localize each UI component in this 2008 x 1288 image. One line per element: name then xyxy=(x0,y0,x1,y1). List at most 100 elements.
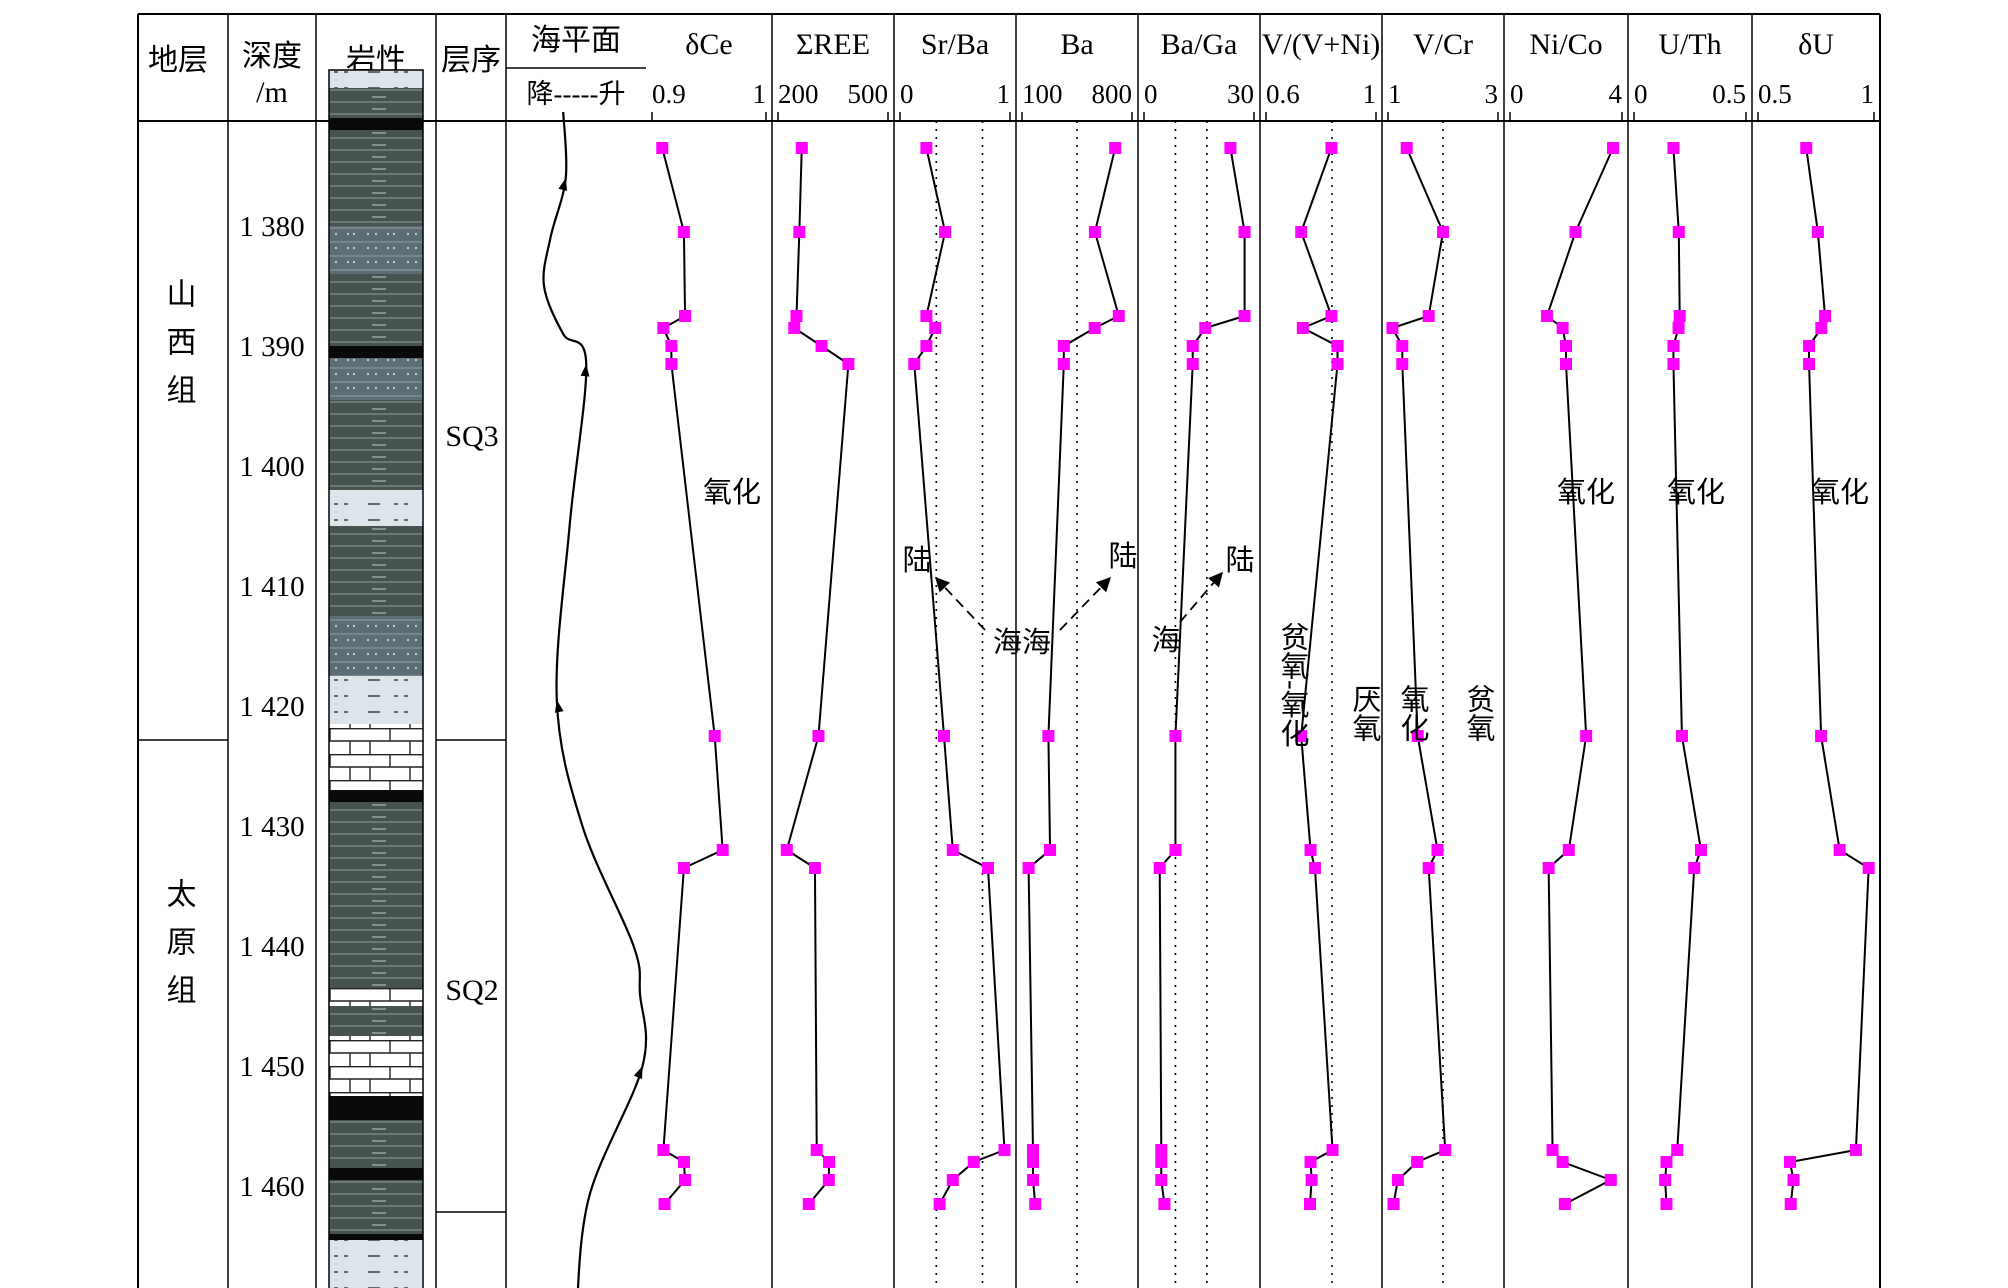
header-sea-level: 海平面 xyxy=(531,24,621,57)
data-point xyxy=(1546,1144,1559,1156)
data-point xyxy=(1088,226,1101,238)
data-point xyxy=(1673,310,1686,322)
series-line xyxy=(1664,147,1703,1205)
sequence-sq3: SQ3 xyxy=(445,420,498,453)
axis-tick-label: 0.9 xyxy=(652,79,686,109)
series-title: V/(V+Ni) xyxy=(1262,28,1381,61)
depth-tick-label: 1 430 xyxy=(239,811,304,843)
plot-0: δCe 0.9 1 xyxy=(651,28,767,1210)
data-point xyxy=(1667,142,1680,154)
data-point xyxy=(938,730,950,742)
data-point xyxy=(929,322,942,334)
data-point xyxy=(679,1174,692,1186)
series-title: δCe xyxy=(685,28,732,61)
series-title: Ba xyxy=(1060,28,1093,61)
annotation-anoxic: 厌氧 xyxy=(1348,684,1382,742)
data-point xyxy=(1400,142,1413,154)
data-point xyxy=(1562,844,1575,856)
data-point xyxy=(1667,340,1680,352)
data-point xyxy=(657,322,670,334)
data-point xyxy=(1542,862,1555,874)
data-point xyxy=(842,358,855,370)
litho-bed-mudstone xyxy=(329,130,423,154)
axis-tick-label: 500 xyxy=(848,79,889,109)
litho-bed-coal xyxy=(329,1096,423,1120)
data-point xyxy=(1304,1198,1316,1210)
lithology-column xyxy=(328,69,424,1288)
data-point xyxy=(1109,142,1122,154)
data-point xyxy=(1560,340,1572,352)
data-point xyxy=(1295,730,1308,742)
plot-dividers xyxy=(771,14,1753,1288)
series-line xyxy=(1158,147,1246,1205)
data-point xyxy=(1387,1198,1400,1210)
data-point xyxy=(1386,322,1399,334)
sea-level-arrowhead xyxy=(558,178,568,191)
series-title: Ni/Co xyxy=(1529,28,1602,61)
litho-bed-coal xyxy=(329,790,423,802)
data-point xyxy=(1675,730,1688,742)
data-point xyxy=(1158,1198,1171,1210)
data-point xyxy=(1833,844,1846,856)
axis-tick-label: 0 xyxy=(1510,79,1524,109)
axis-tick-label: 4 xyxy=(1609,79,1623,109)
data-point xyxy=(1325,310,1338,322)
data-point xyxy=(677,226,690,238)
data-point xyxy=(1811,226,1824,238)
data-point xyxy=(1787,1174,1800,1186)
data-point xyxy=(1391,1174,1404,1186)
annotation-marine-srba-ba: 海海 xyxy=(993,626,1051,659)
data-point xyxy=(1027,1156,1039,1168)
litho-bed-limestone xyxy=(329,1036,423,1096)
data-point xyxy=(1659,1174,1672,1186)
data-point xyxy=(1694,844,1707,856)
data-point xyxy=(1558,1198,1571,1210)
axis-tick-label: 0.5 xyxy=(1758,79,1792,109)
data-point xyxy=(982,862,994,874)
data-point xyxy=(810,1144,823,1156)
series-line xyxy=(1545,147,1614,1205)
data-point xyxy=(1304,844,1317,856)
data-point xyxy=(946,1174,959,1186)
plot-7: Ni/Co0 4 xyxy=(1509,28,1623,1210)
litho-bed-coal xyxy=(329,1168,423,1180)
depth-tick-label: 1 440 xyxy=(239,931,304,963)
axis-tick-label: 1 xyxy=(753,79,767,109)
data-point xyxy=(1044,844,1057,856)
axis-tick-label: 0 xyxy=(900,79,914,109)
litho-bed-mudstone xyxy=(329,274,423,304)
litho-bed-mudstone xyxy=(329,958,423,988)
header-stratum: 地层 xyxy=(148,44,208,77)
series-line xyxy=(1027,147,1120,1205)
data-point xyxy=(920,340,933,352)
data-point xyxy=(946,844,959,856)
data-point xyxy=(1331,358,1344,370)
data-point xyxy=(1396,340,1409,352)
series-title: V/Cr xyxy=(1413,28,1473,61)
header-sea-level-axis: 降-----升 xyxy=(527,79,626,109)
data-point xyxy=(823,1156,836,1168)
data-point xyxy=(1422,862,1435,874)
litho-bed-coal xyxy=(329,1234,423,1240)
data-point xyxy=(1803,340,1816,352)
axis-tick-label: 1 xyxy=(1388,79,1402,109)
depth-tick-label: 1 380 xyxy=(239,211,304,243)
data-point xyxy=(1305,1174,1318,1186)
data-point xyxy=(1186,340,1199,352)
annotation-continental-srba: 陆 xyxy=(902,544,931,577)
litho-bed-limestone xyxy=(329,724,423,790)
axis-tick-label: 200 xyxy=(778,79,819,109)
litho-bed-mudstone xyxy=(329,304,423,346)
data-point xyxy=(1422,310,1435,322)
annotation-marine-baga: 海 xyxy=(1151,624,1180,657)
header-sequence: 层序 xyxy=(441,44,501,77)
litho-bed-mudstone xyxy=(329,1180,423,1234)
annotation-continental-ba: 陆 xyxy=(1108,540,1137,573)
axis-tick-label: 0 xyxy=(1144,79,1158,109)
depth-tick-label: 1 390 xyxy=(239,331,304,363)
data-point xyxy=(1112,310,1125,322)
sequence-sq2: SQ2 xyxy=(445,974,498,1007)
